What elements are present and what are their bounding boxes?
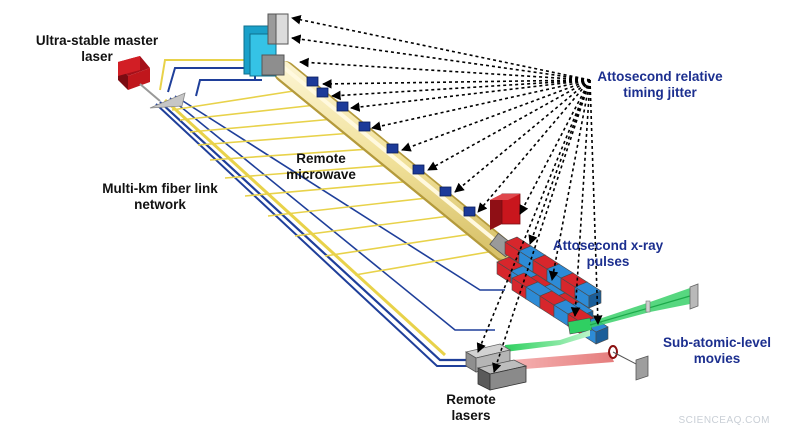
timing-jitter-arrow [350, 79, 591, 112]
fiber-network-label: Multi-km fiber link network [95, 181, 225, 213]
timing-receiver [386, 143, 399, 154]
timing-receiver [439, 186, 452, 197]
remote-lasers-equipment [464, 330, 649, 391]
injector-top-box-face [275, 13, 289, 45]
detector-screen [689, 283, 699, 310]
timing-jitter-arrow [589, 79, 603, 325]
master-laser-label-line1: Ultra-stable master [35, 33, 159, 48]
timing-jitter-arrow [519, 79, 591, 215]
accelerator [243, 13, 521, 263]
timing-jitter-arrow [331, 79, 591, 101]
xray-beamline [589, 283, 699, 328]
fiber-branch [189, 117, 346, 133]
timing-jitter-arrow [454, 79, 591, 193]
timing-jitter-arrow [427, 79, 591, 171]
xray-pulses-label: Attosecond x-ray pulses [548, 238, 668, 270]
fiber-bundle-blue [159, 101, 470, 362]
timing-jitter-arrows [291, 15, 603, 373]
timing-receiver [412, 164, 425, 175]
xray-pulses-label-line2: pulses [586, 254, 630, 269]
movies-label-line2: movies [693, 351, 741, 366]
fiber-branch [354, 249, 501, 276]
timing-jitter-label-line2: timing jitter [623, 85, 697, 100]
injector-connector [261, 54, 285, 76]
fiber-branch [294, 213, 466, 237]
pink-laser-beam [512, 352, 614, 370]
master-laser [118, 56, 186, 109]
movies-label: Sub-atomic-level movies [652, 335, 782, 367]
fiber-splitter [149, 92, 186, 109]
timing-jitter-arrow [371, 79, 591, 131]
beam-splitter-optic [608, 345, 618, 359]
remote-lasers-label-line2: lasers [451, 408, 491, 423]
master-laser-box-face [118, 56, 140, 76]
undulator-exit [567, 317, 593, 335]
timing-jitter-label: Attosecond relative timing jitter [585, 69, 735, 101]
watermark: SCIENCEAQ.COM [678, 415, 770, 426]
remote-lasers-label: Remote lasers [436, 392, 506, 424]
fiber-bundle-blue-4 [174, 95, 505, 291]
xray-beam [590, 288, 690, 328]
fiber-network-label-line1: Multi-km fiber link [102, 181, 218, 196]
master-laser-label-line2: laser [81, 49, 113, 64]
fiber-branch [224, 163, 406, 179]
rf-source-top [490, 194, 520, 200]
undulator-magnet-side [595, 326, 609, 345]
remote-microwave-label-line2: microwave [286, 167, 356, 182]
fiber-branches [171, 89, 501, 276]
fiber-bundle-yellow [163, 98, 447, 357]
timing-jitter-arrow [477, 79, 591, 213]
accelerator-tube [274, 61, 512, 259]
laser-to-splitter [139, 83, 161, 102]
movies-label-line1: Sub-atomic-level [662, 335, 772, 350]
xray-pulses-label-line1: Attosecond x-ray [552, 238, 664, 253]
timing-jitter-arrow [291, 15, 591, 81]
timing-receiver [306, 76, 319, 87]
fiber-branch [209, 147, 386, 161]
timing-jitter-arrow [548, 79, 591, 281]
optic-path [612, 351, 641, 367]
sample-stage [645, 300, 651, 313]
fiber-network-label-line2: network [134, 197, 186, 212]
timing-receiver [358, 121, 371, 132]
timing-jitter-arrow [476, 79, 591, 353]
fiber-branch [244, 179, 426, 197]
fiber-branch [324, 231, 486, 257]
fiber-network [155, 59, 505, 367]
optical-mirror [635, 355, 649, 381]
green-laser-beam [505, 330, 590, 352]
master-laser-label: Ultra-stable master laser [22, 33, 172, 65]
xray-core [589, 295, 691, 326]
remote-microwave-label-line1: Remote [296, 151, 346, 166]
fiber-top-loop-blue-2 [195, 79, 262, 97]
remote-microwave-label: Remote microwave [281, 151, 361, 183]
timing-jitter-arrow [299, 57, 591, 81]
timing-jitter-label-line1: Attosecond relative [597, 69, 723, 84]
timing-receiver [463, 206, 476, 217]
master-laser-box-side [128, 68, 150, 90]
timing-receiver [336, 101, 349, 112]
fiber-branch [267, 195, 446, 217]
timing-jitter-arrow [528, 79, 591, 245]
fiber-branch [171, 89, 301, 111]
timing-receiver [316, 87, 329, 98]
remote-lasers-label-line1: Remote [446, 392, 496, 407]
timing-receivers [306, 76, 476, 217]
rf-source-side [490, 194, 502, 230]
fiber-branch [197, 131, 366, 146]
undulator [496, 236, 609, 345]
timing-jitter-arrow [322, 79, 591, 89]
timing-jitter-arrow [291, 34, 591, 81]
fiber-branch [179, 103, 326, 121]
